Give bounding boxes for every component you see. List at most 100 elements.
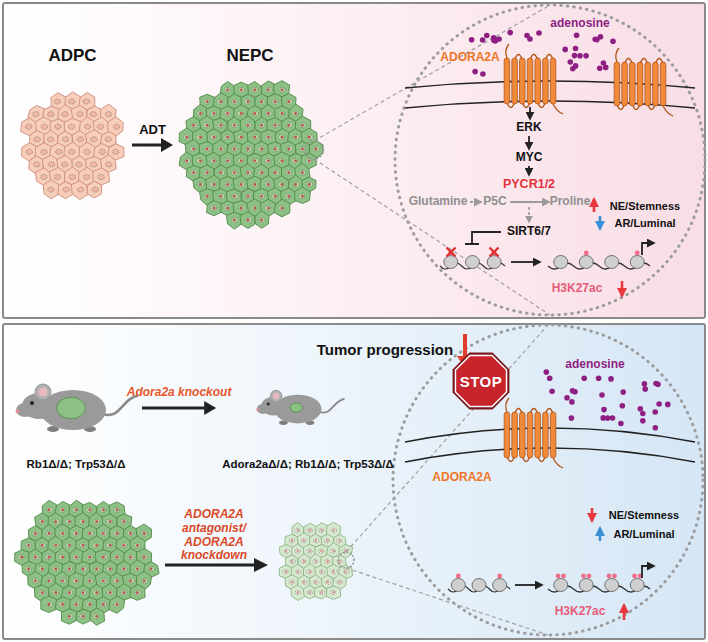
nucleolus — [88, 508, 91, 511]
nucleus — [72, 578, 78, 583]
nucleolus — [116, 603, 119, 606]
nucleolus — [82, 615, 85, 618]
nucleolus — [233, 195, 236, 198]
nucleolus — [206, 124, 209, 127]
adenosine-dot — [480, 37, 486, 43]
receptor-tail — [663, 106, 673, 116]
nucleus — [65, 519, 71, 524]
nucleolus — [150, 568, 153, 571]
helix — [520, 58, 526, 104]
nucleus — [45, 555, 51, 560]
nucleolus — [314, 560, 317, 563]
nucleolus — [219, 171, 222, 174]
nucleolus — [61, 556, 64, 559]
nucleolus — [260, 148, 263, 151]
nucleolus — [253, 183, 256, 186]
stop-octagon: STOP — [452, 352, 510, 410]
nucleolus — [296, 550, 299, 553]
nucleolus — [95, 568, 98, 571]
nucleolus — [233, 148, 236, 151]
nucleolus — [253, 136, 256, 139]
nucleus — [245, 194, 251, 199]
nucleolus — [294, 112, 297, 115]
pathway-arrow — [470, 201, 481, 203]
mouse-nose — [16, 409, 20, 413]
nucleolus — [308, 529, 311, 532]
nucleolus — [233, 171, 236, 174]
figure-node: Rb1Δ/Δ; Trp53Δ/Δ — [12, 372, 140, 470]
nucleus — [85, 124, 91, 129]
nucleolus — [48, 603, 51, 606]
nucleus — [307, 528, 312, 532]
chromatin — [548, 566, 654, 592]
nucleolus — [206, 195, 209, 198]
text-label: AR/Luminal — [614, 217, 675, 230]
mouse-ear-inner — [273, 393, 279, 399]
acetyl-mark — [581, 574, 586, 579]
text-label: H3K27ac — [552, 282, 603, 296]
nucleosome — [605, 256, 619, 269]
mouse-eye — [30, 401, 34, 405]
nucleolus — [247, 195, 250, 198]
nucleolus — [219, 148, 222, 151]
helix — [543, 412, 549, 458]
nucleus — [77, 112, 83, 117]
nucleolus — [296, 570, 299, 573]
nucleus — [68, 99, 74, 104]
nucleus — [319, 549, 324, 553]
mouse-ear — [35, 384, 51, 400]
nucleus — [77, 137, 83, 142]
nucleolus — [240, 159, 243, 162]
nucleolus — [68, 544, 71, 547]
mouse-tail — [319, 399, 343, 413]
nucleolus — [185, 159, 188, 162]
nucleus — [210, 182, 216, 187]
nucleus — [149, 567, 155, 572]
arrowhead — [161, 138, 173, 152]
nucleus — [93, 614, 99, 619]
nucleus — [239, 182, 245, 187]
cell — [291, 585, 305, 600]
nucleolus — [143, 579, 146, 582]
membrane — [405, 101, 695, 108]
nucleus — [273, 170, 279, 175]
nucleus — [232, 218, 238, 223]
node-text: Rb1Δ/Δ; Trp53Δ/Δ — [27, 458, 126, 470]
nucleolus — [41, 520, 44, 523]
nucleolus — [332, 591, 335, 594]
nucleus — [53, 543, 59, 548]
nucleus — [231, 99, 237, 104]
nucleus — [128, 578, 134, 583]
nucleolus — [320, 570, 323, 573]
nucleus — [252, 135, 258, 140]
nucleus — [114, 507, 120, 512]
treatment-arrowhead — [254, 558, 268, 572]
helix — [550, 58, 556, 104]
acetyl-mark — [456, 574, 461, 579]
nucleolus — [267, 88, 270, 91]
nucleus — [54, 519, 60, 524]
nucleolus — [34, 579, 37, 582]
nucleolus — [129, 556, 132, 559]
nucleolus — [294, 183, 297, 186]
nucleus — [289, 580, 294, 584]
nucleolus — [308, 591, 311, 594]
nucleus — [306, 158, 312, 163]
pathway-arrow — [528, 136, 530, 149]
nucleolus — [219, 124, 222, 127]
nucleolus — [301, 171, 304, 174]
nucleus — [298, 194, 304, 199]
pathway-arrow — [510, 201, 549, 203]
nucleus — [320, 590, 325, 594]
adenosine-dot — [610, 415, 616, 421]
nucleus — [33, 555, 39, 560]
treatment-arrow — [165, 564, 256, 567]
inhibition-line — [465, 232, 501, 244]
nucleolus — [294, 136, 297, 139]
nucleus — [231, 123, 237, 128]
cell — [71, 181, 88, 200]
helix — [550, 412, 556, 458]
nucleolus — [260, 124, 263, 127]
